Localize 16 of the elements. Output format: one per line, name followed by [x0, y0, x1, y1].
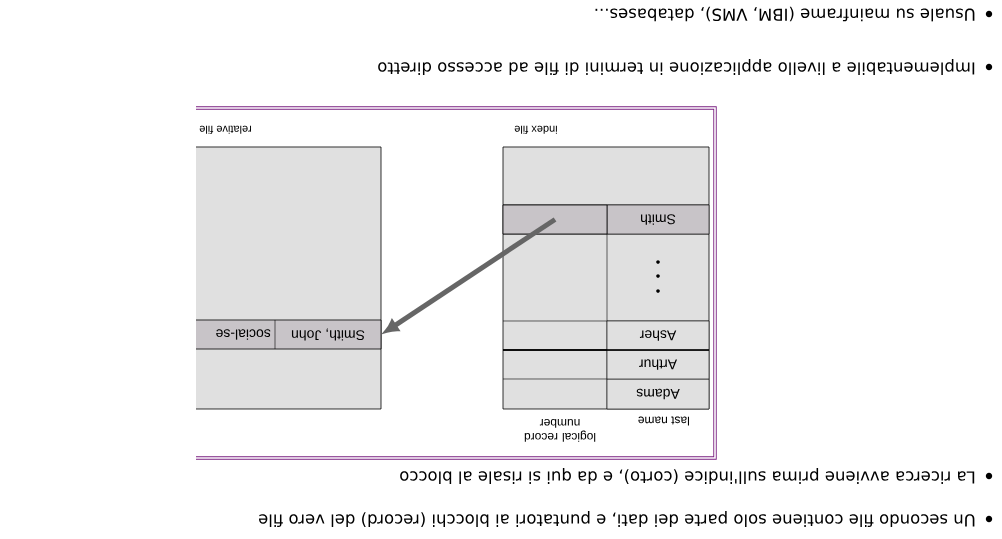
- column-header: last name: [638, 416, 689, 426]
- bullet-text: Implementabile a livello applicazione in termini di file ad accesso diretto: [378, 59, 975, 75]
- bullet-text: La ricerca avviene prima sull'indice (corto), e da qui si risale al blocco: [400, 468, 975, 484]
- cell-text: social-se: [216, 329, 271, 340]
- cell-text: Smith, John: [291, 328, 365, 341]
- bullet-text: Un secondo file contiene solo parte dei dati, e puntatori ai blocchi (record) del vero file: [259, 511, 975, 527]
- column-header: logical record number: [524, 419, 596, 442]
- table-caption: index file: [514, 125, 557, 134]
- table-cell: Smith: [606, 204, 710, 235]
- table-caption: relative file: [199, 125, 252, 134]
- table-cell: Adams: [606, 378, 710, 410]
- arrow: [384, 217, 557, 333]
- table-cell: Arthur: [606, 349, 710, 380]
- bullet-text: Usuale su mainframe (IBM, VMS), databases...: [595, 6, 975, 22]
- table-cell: Asher: [606, 320, 710, 351]
- pointer-cell: [502, 204, 608, 235]
